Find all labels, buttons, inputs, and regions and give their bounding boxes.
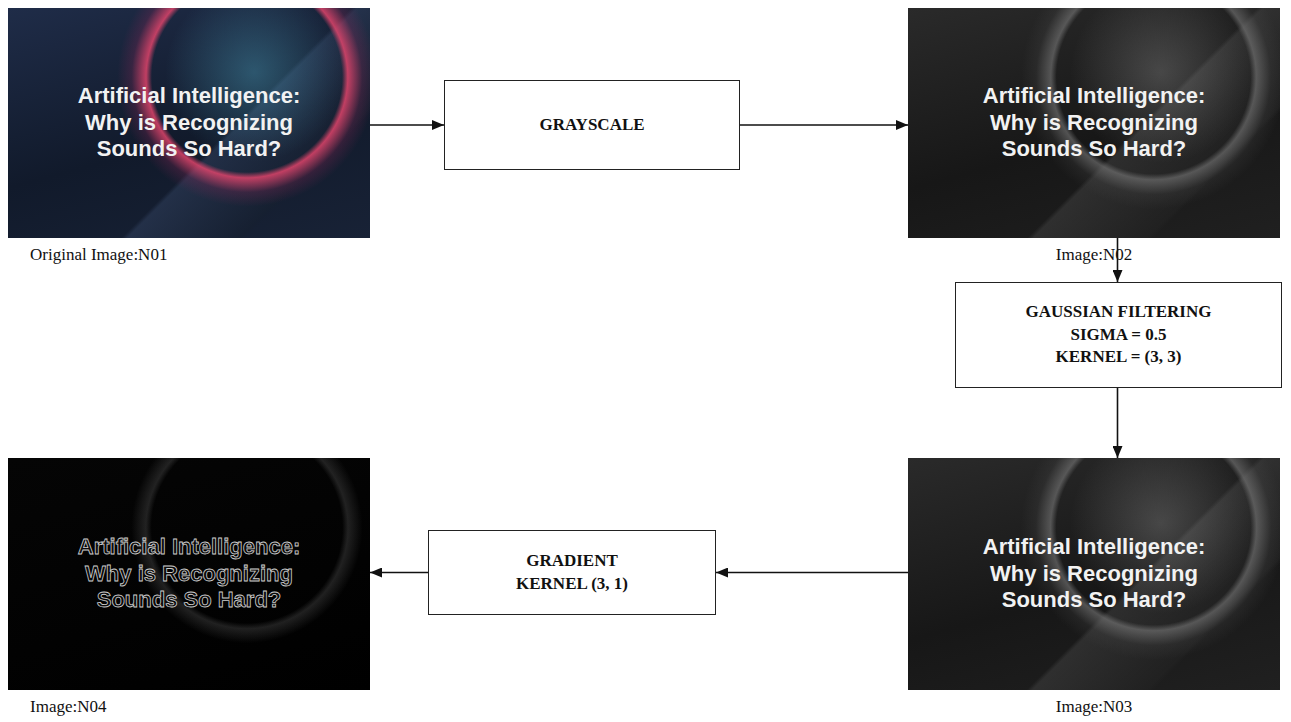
image-caption: Image:N04 xyxy=(30,697,106,716)
process-box: GRADIENTKERNEL (3, 1) xyxy=(428,530,716,615)
image-title: Artificial Intelligence: Why is Recogniz… xyxy=(59,83,319,162)
box-label: GAUSSIAN FILTERING xyxy=(1026,301,1212,324)
process-box: GAUSSIAN FILTERINGSIGMA = 0.5KERNEL = (3… xyxy=(955,282,1282,388)
image-caption: Image:N02 xyxy=(1056,245,1132,264)
flow-arrow xyxy=(740,124,908,126)
flow-arrow xyxy=(370,124,444,126)
image-caption: Original Image:N01 xyxy=(30,245,167,264)
image-caption: Image:N03 xyxy=(1056,697,1132,716)
image-panel: Artificial Intelligence: Why is Recogniz… xyxy=(908,458,1280,690)
image-panel: Artificial Intelligence: Why is Recogniz… xyxy=(908,8,1280,238)
process-box: GRAYSCALE xyxy=(444,80,740,170)
image-panel: Artificial Intelligence: Why is Recogniz… xyxy=(8,458,370,690)
box-label: KERNEL (3, 1) xyxy=(516,573,628,596)
box-label: GRADIENT xyxy=(526,550,618,573)
box-label: GRAYSCALE xyxy=(539,114,644,137)
flow-arrow xyxy=(716,572,908,574)
image-title: Artificial Intelligence: Why is Recogniz… xyxy=(964,83,1224,162)
box-label: SIGMA = 0.5 xyxy=(1070,324,1166,347)
flow-arrow xyxy=(1117,388,1119,458)
image-title: Artificial Intelligence: Why is Recogniz… xyxy=(59,534,319,613)
flow-arrow xyxy=(370,572,428,574)
image-panel: Artificial Intelligence: Why is Recogniz… xyxy=(8,8,370,238)
box-label: KERNEL = (3, 3) xyxy=(1056,346,1182,369)
image-title: Artificial Intelligence: Why is Recogniz… xyxy=(964,534,1224,613)
